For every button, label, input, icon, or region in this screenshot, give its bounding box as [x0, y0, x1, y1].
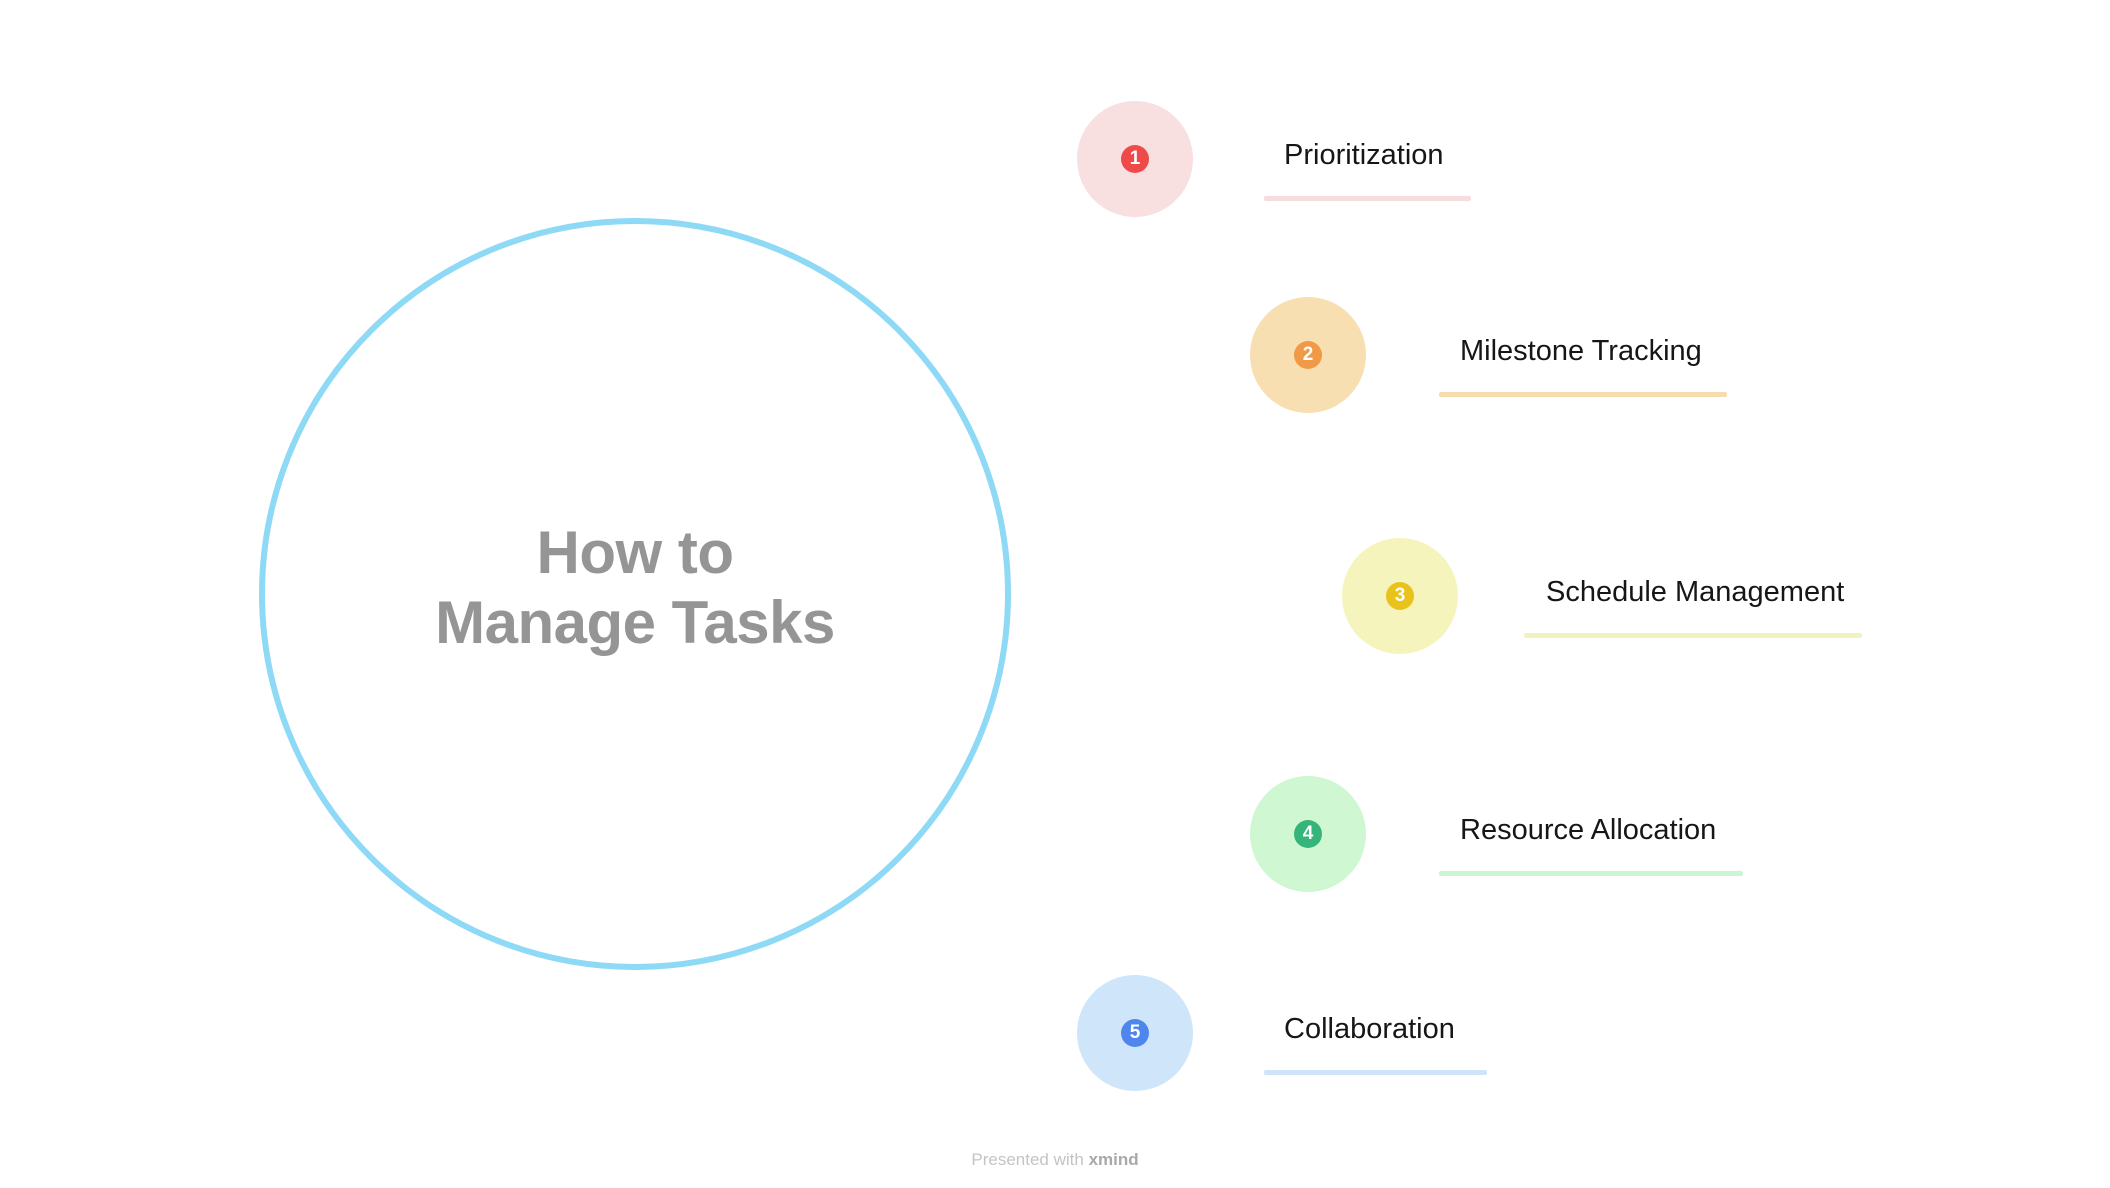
topic-5-underline [1264, 1070, 1487, 1075]
topic-1-bubble[interactable]: 1 [1077, 101, 1193, 217]
topic-3-underline [1524, 633, 1862, 638]
topic-4-label[interactable]: Resource Allocation [1460, 814, 1717, 846]
xmind-logo[interactable]: xmind [1088, 1150, 1139, 1169]
topic-3-label[interactable]: Schedule Management [1546, 576, 1845, 608]
central-topic-title: How to Manage Tasks [259, 518, 1011, 658]
number-3-badge-icon: 3 [1386, 582, 1414, 610]
number-1-badge-icon: 1 [1121, 145, 1149, 173]
footer-prefix: Presented with [971, 1150, 1084, 1169]
topic-3-bubble[interactable]: 3 [1342, 538, 1458, 654]
number-4-badge-icon: 4 [1294, 820, 1322, 848]
topic-4-bubble[interactable]: 4 [1250, 776, 1366, 892]
central-topic-line-1: How to [536, 519, 734, 586]
topic-5-bubble[interactable]: 5 [1077, 975, 1193, 1091]
topic-4-underline [1439, 871, 1743, 876]
topic-1-underline [1264, 196, 1471, 201]
central-topic-circle[interactable] [259, 218, 1011, 970]
topic-2-bubble[interactable]: 2 [1250, 297, 1366, 413]
presented-with-footer: Presented with xmind [0, 1150, 2110, 1170]
topic-2-label[interactable]: Milestone Tracking [1460, 335, 1702, 367]
number-2-badge-icon: 2 [1294, 341, 1322, 369]
central-topic-line-2: Manage Tasks [435, 589, 835, 656]
number-5-badge-icon: 5 [1121, 1019, 1149, 1047]
topic-1-label[interactable]: Prioritization [1284, 139, 1444, 171]
topic-2-underline [1439, 392, 1727, 397]
topic-5-label[interactable]: Collaboration [1284, 1013, 1455, 1045]
